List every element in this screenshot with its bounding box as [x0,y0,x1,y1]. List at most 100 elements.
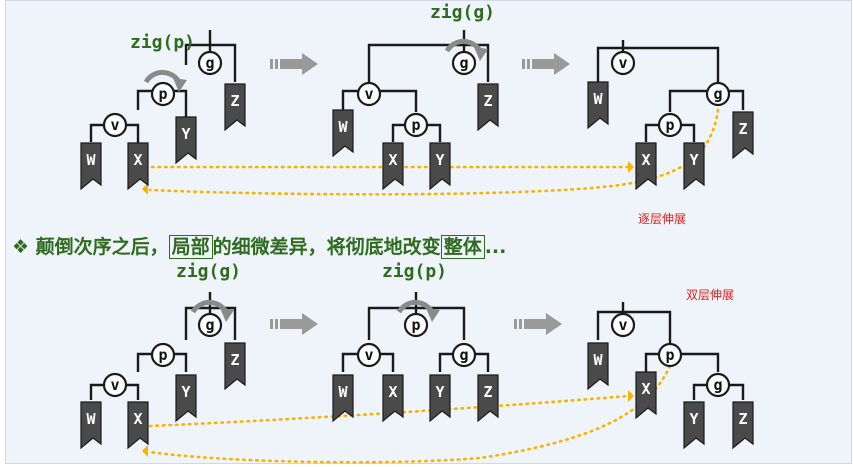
b3-node-v: v [610,312,636,338]
b2-node-g-text: g [459,346,468,364]
bottom-dotted-arrowhead-left [142,445,148,457]
t2-node-g: g [451,50,477,76]
t1-leaf-z: Z [224,83,246,132]
bottom-transform-arrow-1-bar-2 [275,319,278,329]
t2-leaf-x-text: X [388,151,397,169]
b3-leaf-x-shape [635,371,657,420]
top-transform-arrow-2-bar-2 [527,59,530,69]
bottom-transform-arrow-1-bar-1 [270,319,273,329]
b3-node-g: g [705,372,731,398]
b2-leaf-w-shape [332,374,354,423]
t3-leaf-y-shape [683,142,705,191]
b3-leaf-y-shape [683,401,705,450]
b1-leaf-w: W [80,401,102,450]
top-transform-arrow-1-head [280,53,318,75]
bottom-zig-p-label: zig(p) [382,261,447,282]
b1-leaf-y: Y [175,374,197,423]
t3-node-v-text: v [618,54,627,72]
t1-leaf-z-shape [224,83,246,132]
bottom-row-label: 双层伸展 [686,288,735,302]
t1-node-v: v [102,112,128,138]
t1-leaf-z-text: Z [230,92,239,110]
b1-node-v-circle [102,372,128,398]
b2-leaf-z-shape [477,374,499,423]
b3-node-p-circle [657,342,683,368]
b3-leaf-z-text: Z [738,410,747,428]
caption-highlight-local: 局部 [168,235,213,259]
b3-leaf-y-text: Y [689,410,698,428]
t3-node-g: g [705,81,731,107]
b1-leaf-z-shape [224,342,246,391]
t2-leaf-x-shape [382,142,404,191]
t2-leaf-y: Y [429,142,451,191]
t3-leaf-y: Y [683,142,705,191]
t3-leaf-w-shape [587,81,609,130]
t3-node-v: v [610,50,636,76]
t2-leaf-w-text: W [338,118,348,136]
b2-leaf-z-text: Z [483,383,492,401]
b2-leaf-x-text: X [388,383,397,401]
b1-g-branch [184,306,237,340]
t1-leaf-w-text: W [86,151,96,169]
t2-node-v: v [356,81,382,107]
t1-node-g: g [197,50,223,76]
b1-leaf-x-text: X [133,410,142,428]
b3-leaf-z: Z [732,401,754,450]
b2-leaf-x: X [382,374,404,423]
caption-suffix: ... [484,236,507,258]
b1-node-g-circle [197,312,223,338]
b2-rotation-arrow-tip [426,308,440,322]
b2-leaf-w-text: W [338,383,348,401]
b1-node-v: v [102,372,128,398]
t1-leaf-y-text: Y [181,125,190,143]
b2-leaf-x-shape [382,374,404,423]
t3-node-p-text: p [665,116,674,134]
t3-leaf-z-text: Z [738,120,747,138]
t3-leaf-w: W [587,81,609,130]
t3-leaf-z-shape [732,111,754,160]
t1-node-g-text: g [205,54,214,72]
t3-node-p: p [657,112,683,138]
t3-leaf-x-shape [635,142,657,191]
top-transform-arrow-1 [270,53,318,75]
bottom-dotted-arrowhead-right [628,390,634,402]
bottom-transform-arrow-2 [514,313,562,335]
b3-node-p: p [657,342,683,368]
b2-node-g: g [451,342,477,368]
b1-leaf-x: X [127,401,149,450]
b1-rotation-arrow [190,299,234,322]
b3-node-g-text: g [713,376,722,394]
b1-leaf-x-shape [127,401,149,450]
t2-node-v-circle [356,81,382,107]
bottom-transform-arrow-2-bar-1 [514,319,517,329]
top-zig-p-label: zig(p) [130,32,195,53]
top-transform-arrow-2 [522,53,570,75]
b1-leaf-z-text: Z [230,351,239,369]
t2-rotation-arrow [444,38,488,61]
t2-leaf-w-shape [332,109,354,158]
top-row-label: 逐层伸展 [638,212,687,226]
t1-leaf-x-text: X [133,151,142,169]
b3-leaf-x: X [635,371,657,420]
bottom-dotted-path-straight [148,394,630,428]
b3-node-g-circle [705,372,731,398]
caption-middle: 的细微差异，将彻底地改变 [212,236,441,258]
b1-node-p: p [150,342,176,368]
t2-leaf-z-text: Z [483,92,492,110]
t1-leaf-y-shape [175,116,197,165]
t2-leaf-x: X [382,142,404,191]
b1-leaf-y-shape [175,374,197,423]
b3-node-p-text: p [665,346,674,364]
b3-p-branch [644,352,720,372]
t3-leaf-z: Z [732,111,754,160]
b1-rotation-arrow-tip [220,308,234,322]
t1-node-v-text: v [110,116,119,134]
t3-node-p-circle [657,112,683,138]
b2-leaf-w: W [332,374,354,423]
b2-node-g-circle [451,342,477,368]
t2-node-g-circle [451,50,477,76]
t3-leaf-x: X [635,142,657,191]
top-transform-arrow-1-bar-2 [275,59,278,69]
top-zig-g-label: zig(g) [430,2,495,23]
